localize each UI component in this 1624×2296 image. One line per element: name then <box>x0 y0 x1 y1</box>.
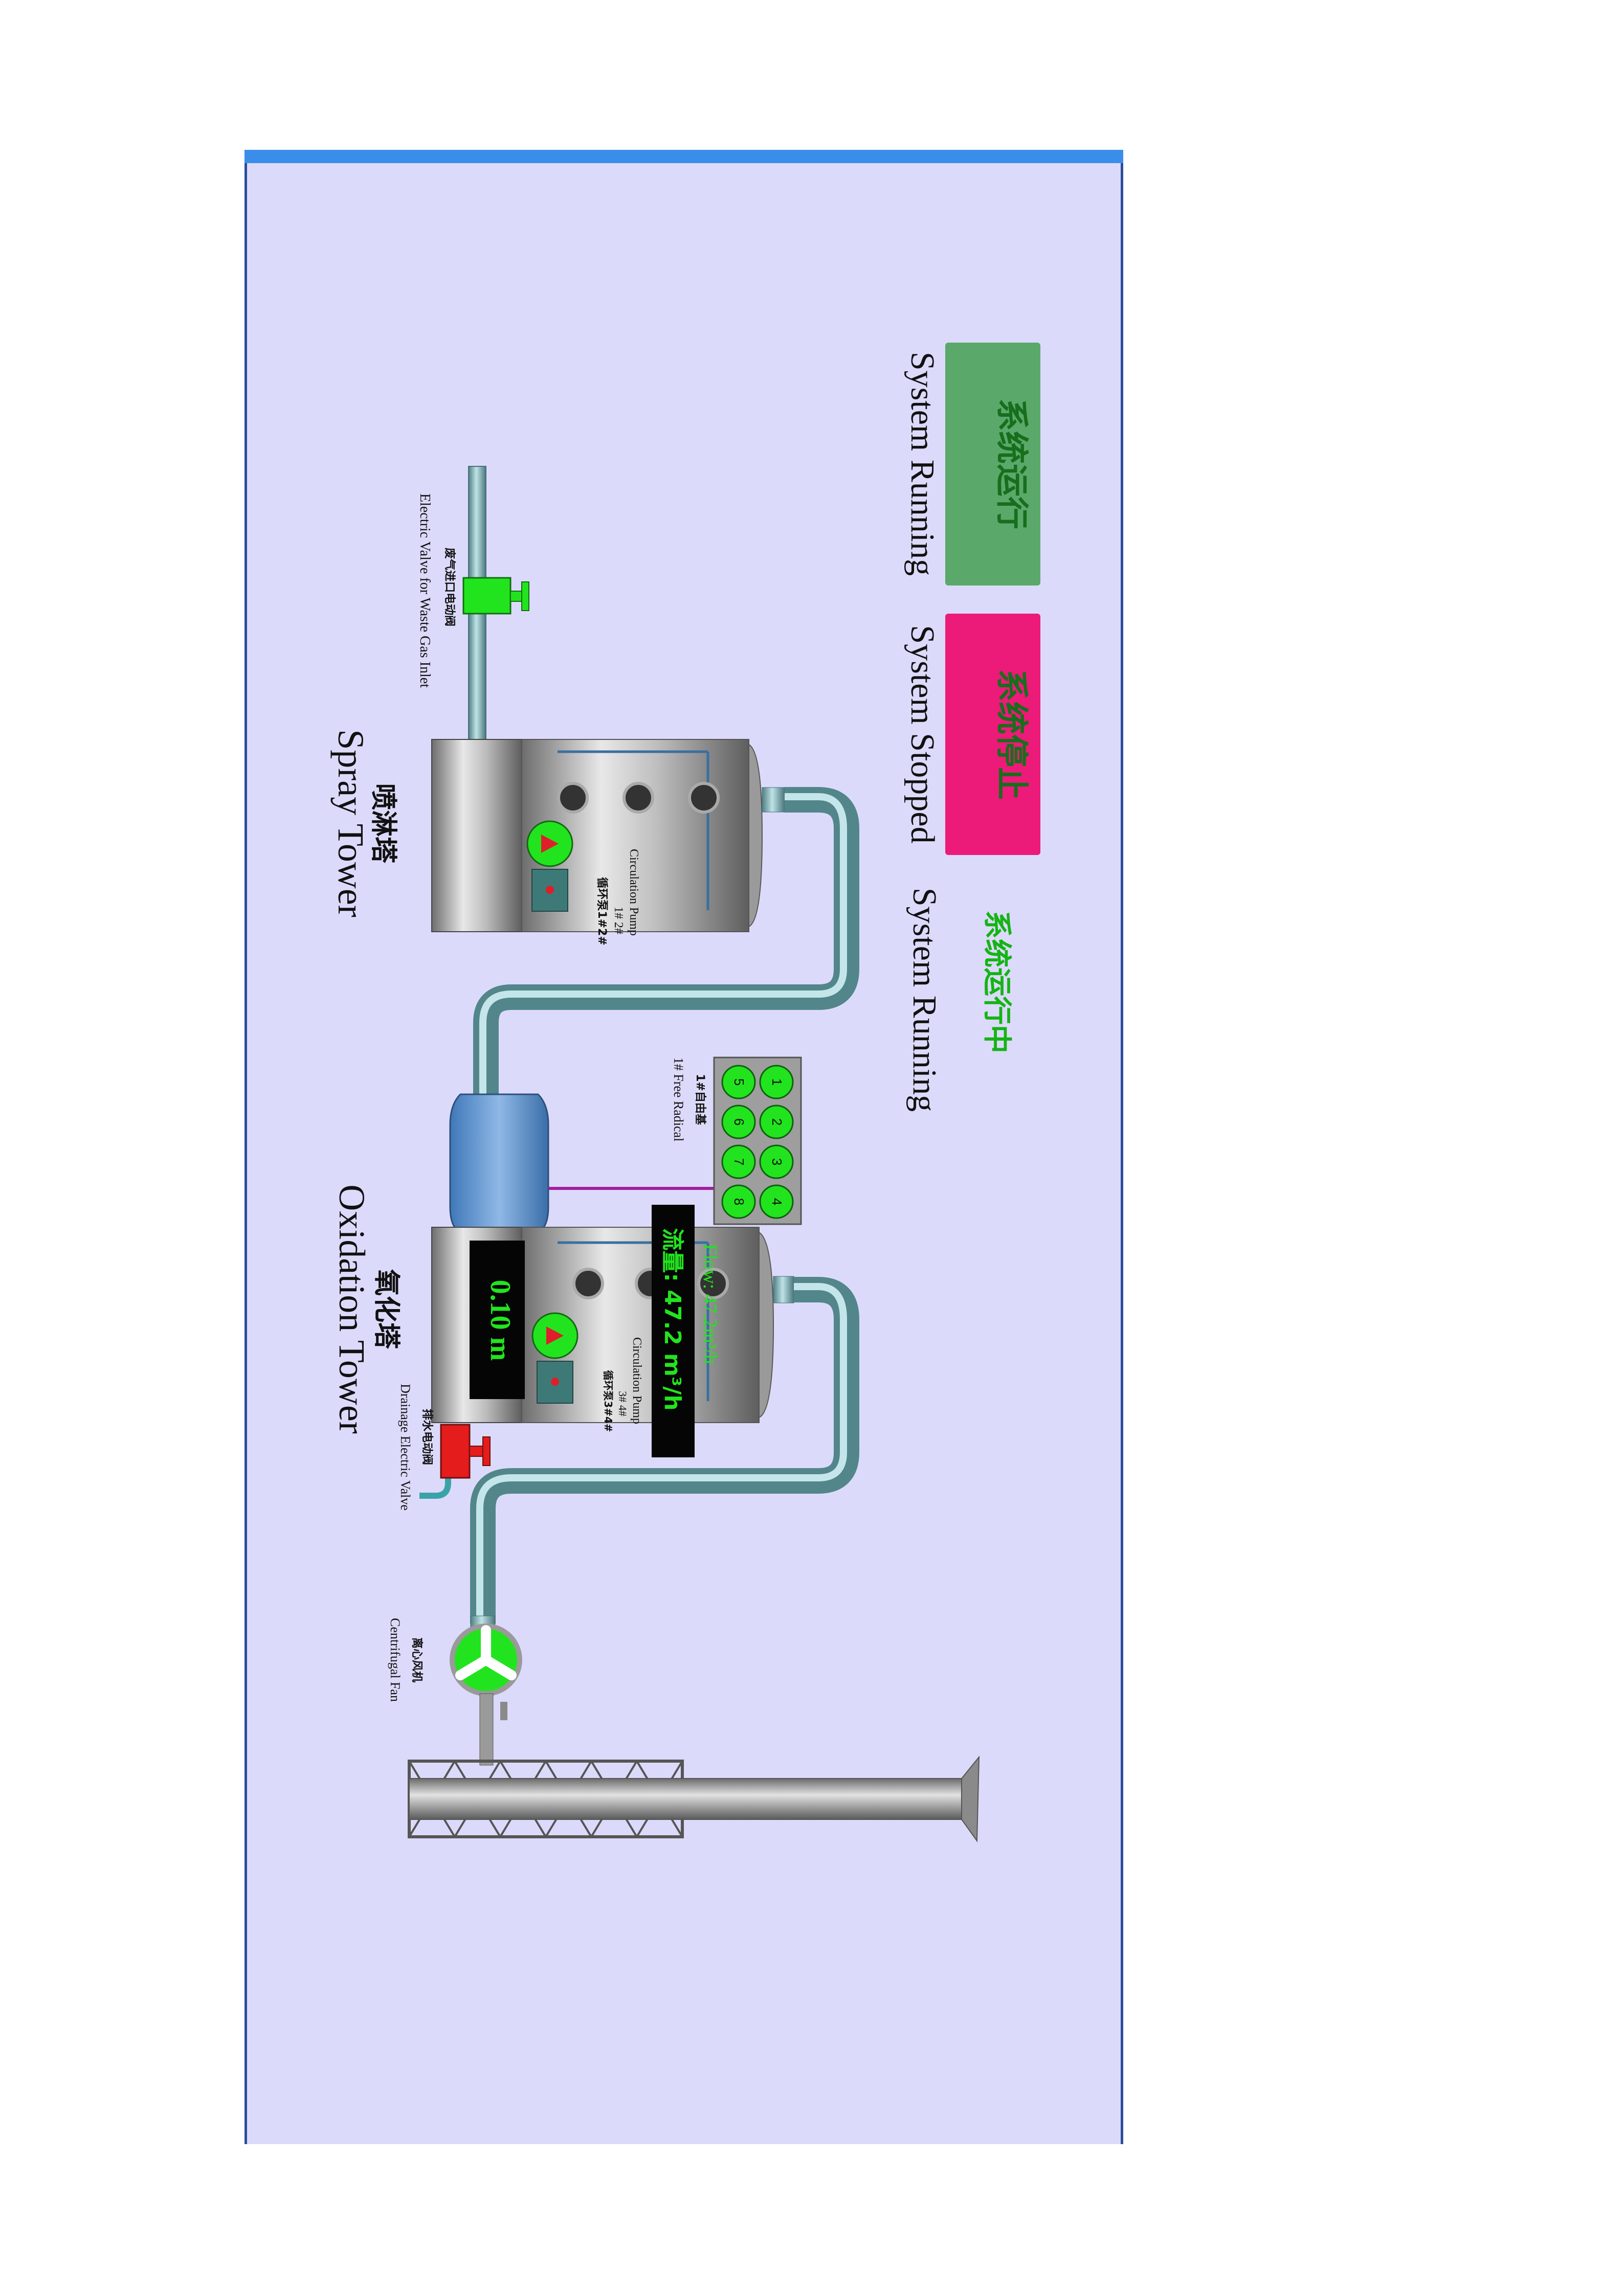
fan-shaft-bottom <box>479 1693 494 1766</box>
spray-tower-base <box>431 739 522 932</box>
free-radical-unit-5[interactable] <box>721 1065 756 1099</box>
inlet-valve[interactable] <box>462 577 529 615</box>
oxidation-tower-label-en: Oxidation Tower <box>331 1184 372 1434</box>
system-state-label-en: System Running <box>906 888 943 1112</box>
system-stopped-button-label-cn: 系统停止 <box>992 669 1030 800</box>
fan-blades-icon <box>455 1625 517 1680</box>
centrifugal-fan[interactable] <box>450 1615 522 1766</box>
free-radical-unit-7[interactable] <box>721 1144 756 1179</box>
spray-tower[interactable] <box>431 739 785 932</box>
oxidation-pump-label-en: Circulation Pump <box>630 1337 643 1424</box>
oxidation-pump-arrow-icon <box>546 1326 564 1345</box>
drain-pipe <box>419 1427 451 1499</box>
oxidation-pump-label-cn: 循环泵3#4# <box>602 1370 614 1432</box>
oxidation-nozzle-3 <box>697 1268 729 1299</box>
fan-label-cn: 离心风机 <box>410 1637 424 1682</box>
spray-circulation-pump[interactable] <box>526 820 573 912</box>
free-radical-unit-8[interactable] <box>721 1184 756 1219</box>
free-radical-unit-label: 1 <box>769 1078 785 1086</box>
free-radical-unit-1[interactable] <box>759 1065 794 1099</box>
spray-nozzle-2 <box>622 782 654 814</box>
filter-canister <box>449 1093 549 1233</box>
free-radical-unit-label: 4 <box>769 1198 785 1205</box>
free-radical-label-en: 1# Free Radical <box>671 1057 686 1142</box>
oxidation-tower-label-cn: 氧化塔 <box>371 1269 402 1349</box>
fan-flange <box>500 1702 507 1720</box>
drain-valve-handle-icon <box>482 1436 491 1466</box>
spray-pump-label-cn: 循环泵1#2# <box>595 877 609 945</box>
drain-valve-body-icon <box>440 1424 471 1479</box>
pipe-spray-to-radical-highlight <box>479 793 847 1099</box>
system-running-button-bg <box>945 343 1040 586</box>
exhaust-stack <box>408 1755 980 1843</box>
spray-tower-neck <box>762 787 785 813</box>
free-radical-unit-label: 8 <box>731 1198 747 1205</box>
oxidation-tower-neck <box>773 1276 794 1303</box>
free-radical-unit-label: 7 <box>731 1158 747 1165</box>
inlet-valve-label-cn: 废气进口电动阀 <box>443 548 456 626</box>
free-radical-unit-2[interactable] <box>759 1105 794 1139</box>
inlet-valve-label-en: Electric Valve for Waste Gas Inlet <box>417 493 433 688</box>
fan-label-en: Centrifugal Fan <box>388 1618 403 1702</box>
oxidation-pump-label-units: 3# 4# <box>616 1391 629 1416</box>
stack-pipe <box>409 1778 962 1820</box>
spray-tower-top <box>748 744 763 928</box>
flow-label-en: Flow: 47.2m³/h <box>699 1244 721 1364</box>
spray-pump-label-units: 1# 2# <box>612 907 625 934</box>
oxidation-level-display: 0.10 m <box>484 1280 516 1361</box>
system-stopped-label-en: System Stopped <box>904 625 941 843</box>
flow-display-bg <box>652 1205 695 1457</box>
oxidation-pump-motor-dot-icon <box>551 1378 559 1386</box>
system-state-label-cn: 系统运行中 <box>980 910 1013 1053</box>
oxidation-tower-top <box>759 1231 774 1419</box>
drain-valve-label-cn: 排水电动阀 <box>420 1409 433 1465</box>
free-radical-module[interactable]: 1 2 3 4 5 6 7 8 <box>713 1056 802 1225</box>
flow-label-cn: 流量: 47.2 m³/h <box>659 1228 685 1410</box>
free-radical-unit-6[interactable] <box>721 1105 756 1139</box>
drain-valve-stem-icon <box>469 1446 483 1457</box>
free-radical-label-cn: 1#自由基 <box>694 1074 707 1126</box>
spray-nozzle-1 <box>557 782 589 814</box>
inlet-valve-stem-icon <box>510 591 522 602</box>
spray-tower-label-en: Spray Tower <box>330 729 371 917</box>
pipe-oxidation-to-fan-highlight <box>476 1283 847 1624</box>
title-bar <box>244 150 1123 163</box>
spray-pump-motor-dot-icon <box>546 886 554 894</box>
free-radical-unit-label: 6 <box>731 1118 747 1126</box>
spray-nozzle-3 <box>688 782 720 814</box>
spray-tower-label-cn: 喷淋塔 <box>368 783 398 864</box>
oxidation-level-display-bg <box>470 1241 525 1399</box>
system-running-label-en: System Running <box>904 352 941 576</box>
spray-pump-arrow-icon <box>541 835 559 853</box>
system-running-button[interactable]: 系统运行 <box>945 343 1040 586</box>
free-radical-unit-label: 5 <box>731 1078 747 1086</box>
free-radical-unit-label: 2 <box>769 1118 785 1126</box>
inlet-valve-handle-icon <box>521 581 529 611</box>
drain-valve-label-en: Drainage Electric Valve <box>398 1384 413 1511</box>
oxidation-nozzle-1 <box>572 1268 604 1299</box>
drain-valve[interactable] <box>440 1424 491 1479</box>
inlet-valve-body-icon <box>462 577 511 615</box>
system-stopped-button-bg <box>945 614 1040 855</box>
free-radical-unit-label: 3 <box>769 1158 785 1165</box>
system-stopped-button[interactable]: 系统停止 <box>945 614 1040 855</box>
free-radical-unit-3[interactable] <box>759 1144 794 1179</box>
free-radical-unit-4[interactable] <box>759 1184 794 1219</box>
system-running-button-label-cn: 系统运行 <box>992 398 1030 529</box>
stack-cap <box>961 1755 980 1843</box>
oxidation-circulation-pump[interactable] <box>531 1312 579 1404</box>
spray-pump-label-en: Circulation Pump <box>627 849 640 936</box>
filter-canister-body <box>449 1093 549 1233</box>
